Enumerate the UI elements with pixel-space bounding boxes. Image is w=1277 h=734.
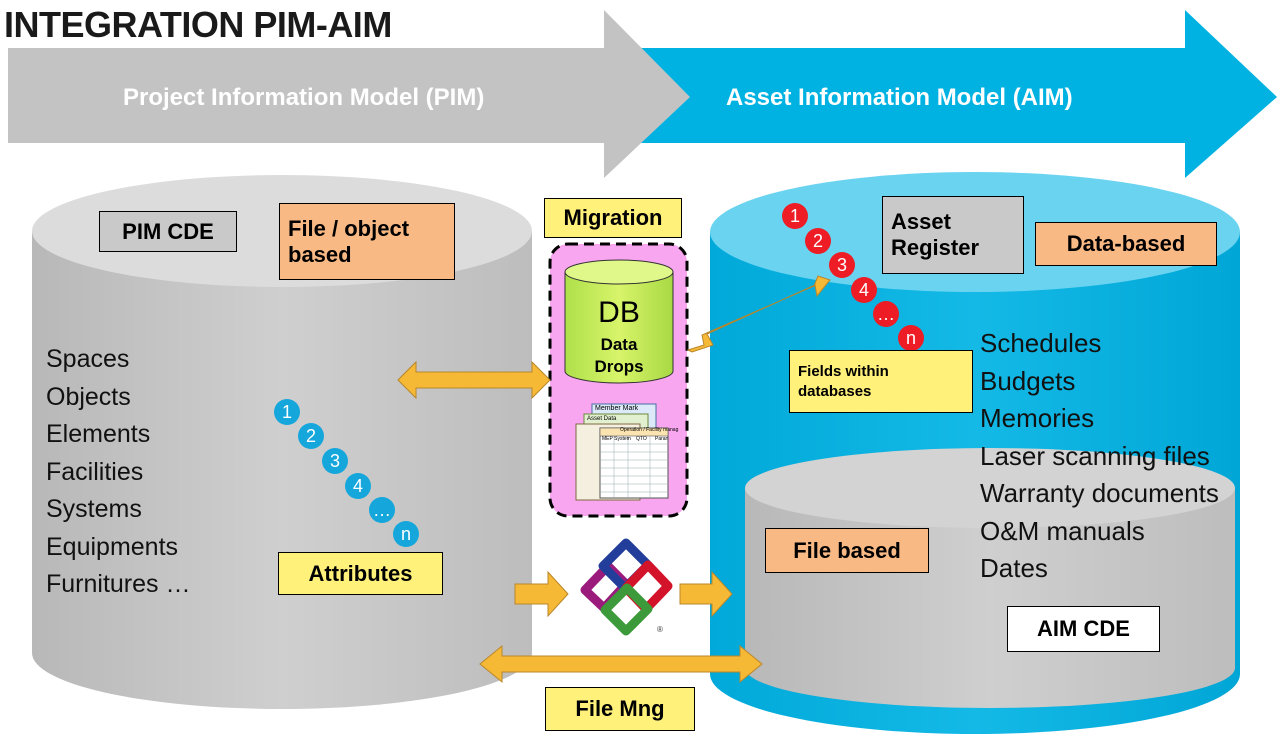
aim-items-list: Schedules Budgets Memories Laser scannin…	[980, 325, 1219, 588]
sheet-label-param: Paran	[655, 436, 669, 442]
pim-items-list: Spaces Objects Elements Facilities Syste…	[46, 341, 190, 604]
pim-seq-n: n	[393, 521, 419, 547]
sheet-label-asset-data: Asset Data	[587, 416, 617, 422]
svg-text:1: 1	[282, 402, 292, 422]
aim-basis-label: Data-based	[1035, 222, 1217, 266]
migration-label: Migration	[544, 198, 682, 238]
aim-seq-3: 3	[829, 252, 855, 278]
svg-text:n: n	[906, 328, 916, 348]
svg-text:3: 3	[837, 255, 847, 275]
db-subtitle: Data Drops	[594, 335, 644, 376]
svg-text:®: ®	[657, 625, 663, 634]
db-title: DB	[598, 296, 640, 329]
svg-text:3: 3	[330, 451, 340, 471]
svg-text:4: 4	[353, 476, 363, 496]
attributes-label: Attributes	[278, 552, 443, 595]
pim-banner-arrow	[8, 10, 690, 178]
pim-basis-label: File / object based	[279, 203, 455, 280]
svg-text:…: …	[877, 304, 895, 324]
list-item: Elements	[46, 420, 151, 448]
aim-banner-label: Asset Information Model (AIM)	[726, 84, 1073, 111]
list-item: Objects	[46, 382, 131, 411]
svg-text:1: 1	[790, 206, 800, 226]
svg-text:2: 2	[813, 231, 823, 251]
aim-seq-n: n	[898, 325, 924, 351]
list-item: Equipments	[46, 532, 179, 561]
list-item: Schedules	[980, 328, 1102, 358]
list-item: O&M manuals	[980, 515, 1145, 546]
pim-cde-label: PIM CDE	[99, 211, 237, 252]
list-item: Laser scanning files	[980, 440, 1210, 471]
pim-sequence: 1 2 3 4 … n	[274, 399, 419, 547]
pim-banner-label: Project Information Model (PIM)	[123, 84, 485, 111]
arrow-pim-migration	[397, 360, 551, 400]
spreadsheet-stack-icon	[575, 403, 669, 501]
list-item: Spaces	[46, 345, 130, 373]
pim-seq-3: 3	[322, 448, 348, 474]
sheet-label-qto: QTO	[636, 436, 647, 442]
sheet-label-operation: Operation / Facility manag	[620, 427, 679, 433]
arrow-migration-aim	[686, 275, 831, 353]
svg-text:…: …	[373, 500, 391, 520]
pim-seq-4: 4	[345, 473, 371, 499]
ifc-logo-icon: ®	[580, 538, 673, 636]
db-cylinder	[564, 259, 674, 384]
arrow-ifc-aim	[679, 570, 733, 618]
svg-text:2: 2	[306, 426, 316, 446]
aim-seq-2: 2	[805, 228, 831, 254]
aim-seq-1: 1	[782, 203, 808, 229]
aim-sequence: 1 2 3 4 … n	[782, 203, 924, 351]
list-item: Systems	[46, 495, 142, 523]
file-mng-label: File Mng	[545, 687, 695, 731]
pim-seq-dots: …	[369, 497, 395, 523]
aim-cde-label: AIM CDE	[1007, 606, 1160, 652]
asset-register-label: Asset Register	[882, 196, 1024, 274]
file-based-label: File based	[765, 528, 929, 573]
pim-seq-2: 2	[298, 423, 324, 449]
svg-text:4: 4	[859, 280, 869, 300]
list-item: Facilities	[46, 457, 144, 486]
page-title: INTEGRATION PIM-AIM	[4, 4, 392, 45]
list-item: Dates	[980, 553, 1048, 583]
aim-seq-4: 4	[851, 277, 877, 303]
aim-banner-arrow	[560, 10, 1277, 178]
list-item: Memories	[980, 403, 1095, 433]
arrow-file-mng	[479, 644, 763, 684]
sheet-label-member-mark: Member Mark	[595, 405, 639, 412]
list-item: Warranty documents	[980, 478, 1219, 508]
pim-seq-1: 1	[274, 399, 300, 425]
aim-seq-dots: …	[873, 301, 899, 327]
arrow-pim-ifc	[514, 570, 569, 618]
svg-text:n: n	[401, 524, 411, 544]
list-item: Budgets	[980, 365, 1076, 396]
list-item: Furnitures …	[46, 570, 191, 598]
sheet-label-mep: MEP System	[602, 436, 631, 442]
fields-within-databases-label: Fields within databases	[789, 350, 973, 413]
